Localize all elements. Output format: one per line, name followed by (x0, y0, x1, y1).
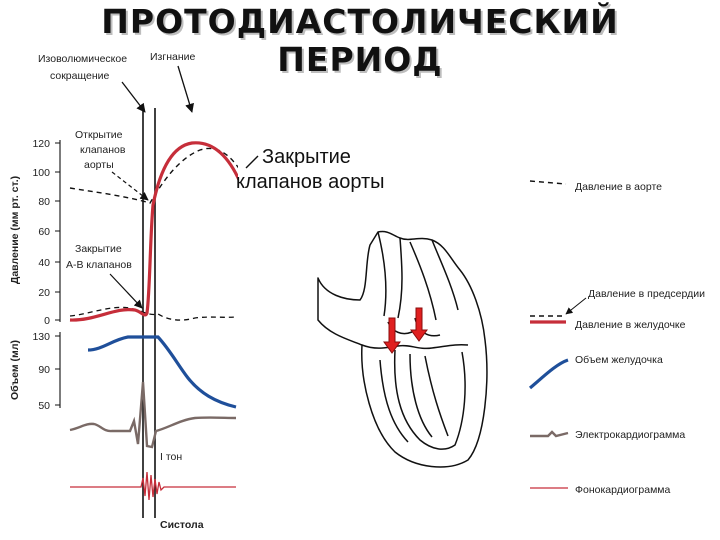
ejection-pointer (177, 65, 194, 113)
isovolumic-label-line-2: сокращение (50, 70, 110, 82)
volume-tick-130: 130 (32, 331, 50, 343)
heart-diagram (317, 230, 488, 468)
legend-swatch-ecg (530, 430, 569, 438)
legend: Давление в аорте Давление в предсердии Д… (528, 180, 705, 496)
isovolumic-pointer (121, 81, 146, 113)
aortic-close-note-line-1: Закрытие (262, 146, 351, 168)
page-title-line-1: ПРОТОДИАСТОЛИЧЕСКИЙ (101, 2, 619, 41)
aortic-open-pointer (111, 171, 149, 201)
note-pointer (245, 155, 259, 169)
pressure-tick-20: 20 (38, 287, 50, 299)
legend-label-volume: Объем желудочка (575, 354, 663, 366)
first-tone-label: I тон (160, 451, 182, 463)
legend-swatch-aortic (529, 180, 567, 185)
legend-label-atrial: Давление в предсердии (588, 288, 705, 300)
systole-label: Систола (160, 519, 204, 531)
pressure-tick-40: 40 (38, 257, 50, 269)
flow-arrow-right-icon (410, 307, 428, 342)
aortic-open-label-line-2: клапанов (80, 144, 126, 156)
ecg-curve (69, 381, 237, 449)
aortic-open-label-line-3: аорты (84, 159, 114, 171)
ejection-label: Изгнание (150, 51, 195, 63)
flow-arrows (383, 307, 428, 354)
av-close-label-line-2: А-В клапанов (66, 259, 132, 271)
legend-label-ventricle-pressure: Давление в желудочке (575, 319, 686, 331)
ventricular-pressure-curve (69, 141, 242, 322)
pressure-tick-100: 100 (32, 167, 50, 179)
pressure-tick-0: 0 (44, 315, 50, 327)
pressure-tick-80: 80 (38, 196, 50, 208)
legend-swatch-volume (528, 358, 569, 390)
volume-tick-50: 50 (38, 400, 50, 412)
legend-pointer-atrial (565, 297, 587, 315)
aortic-open-label-line-1: Открытие (75, 129, 123, 141)
pressure-tick-60: 60 (38, 226, 50, 238)
isovolumic-label-line-1: Изоволюмическое (38, 53, 127, 65)
pressure-ticks: 120 100 80 60 40 20 0 (32, 138, 60, 327)
phonocardiogram-curve (70, 471, 236, 501)
volume-axis-title: Объем (мл) (9, 340, 21, 400)
page-title-line-2: ПЕРИОД (277, 40, 443, 79)
ventricular-volume-curve (87, 335, 237, 409)
pressure-axis-title: Давление (мм рт. ст.) (9, 176, 21, 284)
volume-ticks: 130 90 50 (32, 331, 60, 412)
legend-label-phono: Фонокардиограмма (575, 484, 671, 496)
pressure-tick-120: 120 (32, 138, 50, 150)
av-close-pointer (109, 273, 143, 309)
note-background (238, 136, 388, 192)
aortic-close-note-line-2: клапанов аорты (236, 171, 385, 193)
flow-arrow-left-icon (383, 317, 401, 354)
av-close-label-line-1: Закрытие (75, 243, 122, 255)
legend-label-aortic: Давление в аорте (575, 181, 662, 193)
volume-tick-90: 90 (38, 364, 50, 376)
legend-label-ecg: Электрокардиограмма (575, 429, 685, 441)
